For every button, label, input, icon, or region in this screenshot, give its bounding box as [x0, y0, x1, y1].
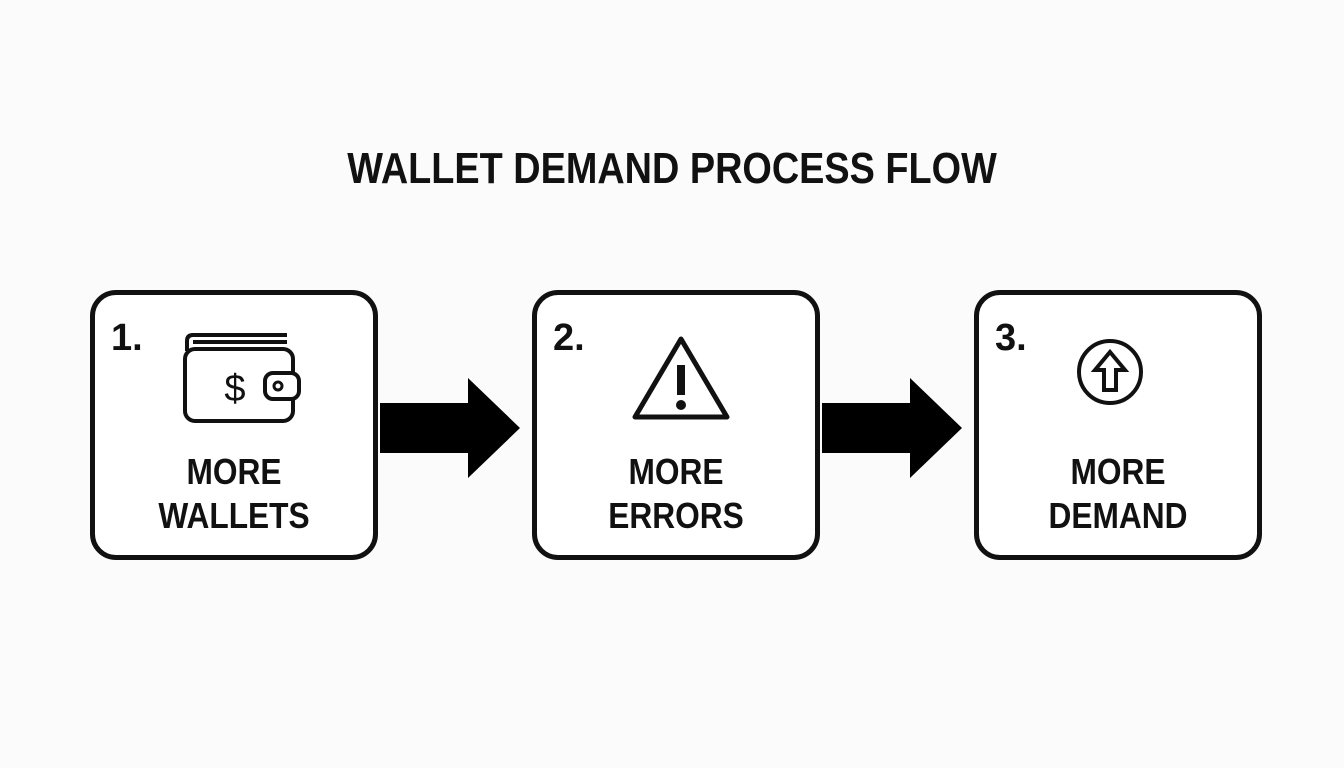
wallet-icon: $ [183, 333, 301, 423]
arrow-right-icon [380, 378, 520, 478]
arrow-up-circle-icon [1077, 339, 1143, 405]
svg-text:$: $ [224, 368, 245, 410]
step-number: 3. [995, 317, 1027, 359]
step-number: 2. [553, 317, 585, 359]
diagram-title: WALLET DEMAND PROCESS FLOW [347, 144, 997, 193]
step-label: MORE WALLETS [158, 451, 310, 536]
step-number: 1. [111, 317, 143, 359]
step-label: MORE ERRORS [608, 451, 744, 536]
step-1-box: 1. $ MORE WALLETS [90, 290, 378, 560]
step-2-box: 2. MORE ERRORS [532, 290, 820, 560]
warning-icon [632, 336, 730, 420]
arrow-right-icon [822, 378, 962, 478]
step-3-box: 3. MORE DEMAND [974, 290, 1262, 560]
step-label: MORE DEMAND [1048, 451, 1188, 536]
